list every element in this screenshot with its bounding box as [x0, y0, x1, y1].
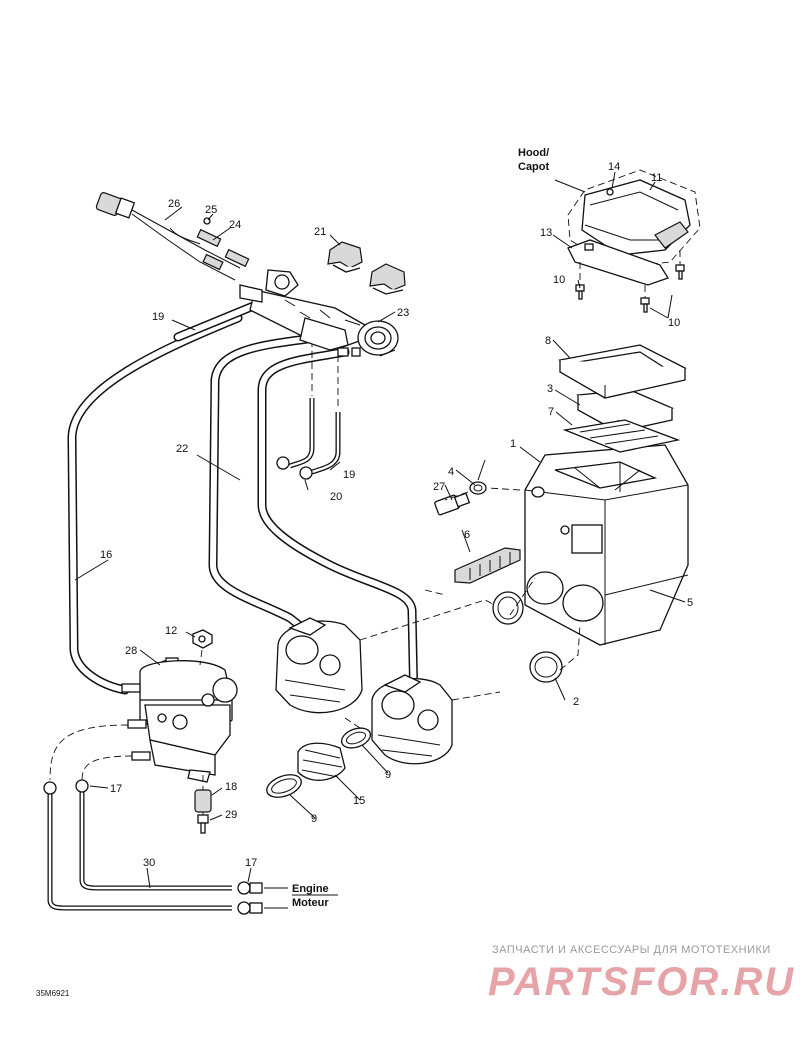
engine-label: Engine: [292, 883, 329, 895]
moteur-label: Moteur: [292, 897, 329, 909]
bracket-13: [567, 239, 669, 286]
label-1: 1: [510, 438, 516, 450]
label-12: 12: [165, 625, 177, 637]
label-19a: 19: [152, 311, 164, 323]
figure-code: 35M6921: [36, 989, 70, 998]
label-15: 15: [353, 795, 365, 807]
label-9b: 9: [311, 813, 317, 825]
grommet-4: [469, 481, 487, 495]
label-28: 28: [125, 645, 137, 657]
clamp-20: [276, 456, 313, 480]
label-18: 18: [225, 781, 237, 793]
label-3: 3: [547, 383, 553, 395]
label-2: 2: [573, 696, 579, 708]
fuel-line-30: [47, 790, 232, 911]
clamp-17: [43, 779, 263, 915]
part-labels: 26 25 24 21 19 23 22 19 20 16 12 28 17 1…: [100, 161, 693, 869]
nut-12: [192, 629, 213, 649]
clip-21: [327, 241, 406, 295]
label-5: 5: [687, 597, 693, 609]
label-17b: 17: [245, 857, 257, 869]
label-25: 25: [205, 204, 217, 216]
hose-19-lower: [289, 398, 341, 475]
air-box-1: [524, 444, 689, 646]
label-26: 26: [168, 198, 180, 210]
label-8: 8: [545, 335, 551, 347]
watermark-brand: PARTSFOR.RU: [488, 960, 795, 1004]
label-19b: 19: [343, 469, 355, 481]
label-20: 20: [330, 491, 342, 503]
screen-7: [562, 419, 681, 453]
leader-lines: [74, 171, 686, 889]
intake-manifold-23: [239, 269, 399, 357]
capot-label-text: Capot: [518, 161, 550, 173]
label-30: 30: [143, 857, 155, 869]
label-24: 24: [229, 219, 241, 231]
carburetor-left: [275, 617, 363, 714]
label-27: 27: [433, 481, 445, 493]
hood-label: Hood/: [518, 147, 549, 159]
label-29: 29: [225, 809, 237, 821]
label-23: 23: [397, 307, 409, 319]
label-10b: 10: [668, 317, 680, 329]
spacer-18: [194, 789, 212, 813]
watermark-tagline: ЗАПЧАСТИ И АКСЕССУАРЫ ДЛЯ МОТОТЕХНИКИ: [492, 944, 771, 956]
label-6: 6: [464, 529, 470, 541]
sensor-24: [196, 228, 250, 271]
label-11: 11: [651, 172, 662, 184]
label-14: 14: [608, 161, 620, 173]
strap-6: [454, 547, 521, 584]
label-4: 4: [448, 466, 454, 478]
label-13: 13: [540, 227, 552, 239]
label-10a: 10: [553, 274, 565, 286]
ring-2: [492, 591, 563, 683]
hose-16: [67, 313, 243, 695]
fuel-pump-28: [121, 657, 238, 783]
label-21: 21: [314, 226, 326, 238]
frame-8: [558, 344, 687, 399]
label-17a: 17: [110, 783, 122, 795]
sleeve-15: [297, 742, 346, 781]
label-22: 22: [176, 443, 188, 455]
hose-22: [208, 333, 419, 710]
label-7: 7: [548, 406, 554, 418]
label-16: 16: [100, 549, 112, 561]
wiring-harness-26: [95, 192, 241, 281]
sensor-27: [434, 492, 471, 516]
bolt-29: [197, 814, 209, 834]
carburetor-right: [371, 674, 453, 765]
clamp-9: [266, 727, 372, 798]
label-9a: 9: [385, 769, 391, 781]
